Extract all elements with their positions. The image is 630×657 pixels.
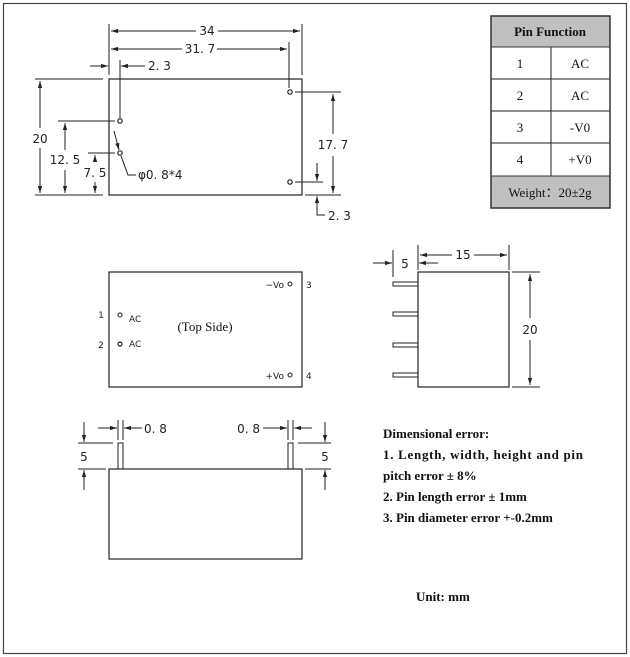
pin-hole <box>287 179 293 185</box>
pin-number: 1 <box>517 56 524 71</box>
pin-number-label: 2 <box>98 341 104 351</box>
pin-function: +V0 <box>568 152 591 167</box>
pin-label: −Vo <box>265 281 284 291</box>
dim-pin-width-left: 0. 8 <box>144 422 167 436</box>
unit-label: Unit: mm <box>416 589 470 604</box>
front-view: 0. 8 0. 8 5 5 <box>78 420 331 560</box>
pin-function: -V0 <box>570 120 590 135</box>
note-line: pitch error ± 8% <box>383 468 477 483</box>
pin-number: 2 <box>517 88 524 103</box>
dim-pin-length: 5 <box>401 257 409 271</box>
pin-number-label: 1 <box>98 311 104 321</box>
dim-pin-height-left: 5 <box>80 450 88 464</box>
dim-pin-offset-left: 2. 3 <box>148 59 171 73</box>
pin-function: AC <box>571 88 589 103</box>
pin-number: 3 <box>517 120 524 135</box>
weight-label: Weight：20±2g <box>508 185 592 200</box>
dim-pin-offset-bottom: 2. 3 <box>328 209 351 223</box>
dim-height: 20 <box>32 132 47 146</box>
pin-label: AC <box>129 340 141 350</box>
pin-hole <box>117 150 123 156</box>
top-side-caption: (Top Side) <box>177 319 232 334</box>
pin-number-label: 4 <box>306 372 312 382</box>
bottom-pin-view: 34 31. 7 2. 3 20 12. 5 7. 5 φ0. 8*4 17. … <box>32 24 351 223</box>
dimensional-error-notes: Dimensional error: 1. Length, width, hei… <box>383 426 584 604</box>
dim-pin1-y: 12. 5 <box>50 153 81 167</box>
top-side-view: 1 AC 2 AC −Vo 3 +Vo 4 (Top Side) <box>98 271 312 388</box>
dim-pin-pitch-x: 31. 7 <box>185 42 216 56</box>
dim-pin-pitch-y: 17. 7 <box>318 138 349 152</box>
dim-length: 34 <box>199 24 214 38</box>
pin-label: AC <box>129 315 141 325</box>
note-line: 2. Pin length error ± 1mm <box>383 489 527 504</box>
pin-number-label: 3 <box>306 281 312 291</box>
side-view: 15 5 20 <box>373 245 540 388</box>
pin-label: +Vo <box>265 372 284 382</box>
note-line: 3. Pin diameter error +-0.2mm <box>383 510 553 525</box>
pin-number: 4 <box>517 152 524 167</box>
pin-hole <box>117 118 123 124</box>
pin-hole <box>287 89 293 95</box>
dim-depth: 15 <box>455 248 470 262</box>
pin-function-table: Pin Function 1 AC 2 AC 3 -V0 4 +V0 Weigh… <box>490 15 611 209</box>
module-outline <box>108 78 303 196</box>
table-title: Pin Function <box>514 24 587 39</box>
pin-function: AC <box>571 56 589 71</box>
dim-pin2-y: 7. 5 <box>84 166 107 180</box>
dim-pin-height-right: 5 <box>321 450 329 464</box>
dim-pin-width-right: 0. 8 <box>237 422 260 436</box>
dim-pin-diameter: φ0. 8*4 <box>138 168 182 182</box>
note-line: 1. Length, width, height and pin <box>383 447 584 462</box>
notes-title: Dimensional error: <box>383 426 489 441</box>
dim-side-height: 20 <box>522 323 537 337</box>
